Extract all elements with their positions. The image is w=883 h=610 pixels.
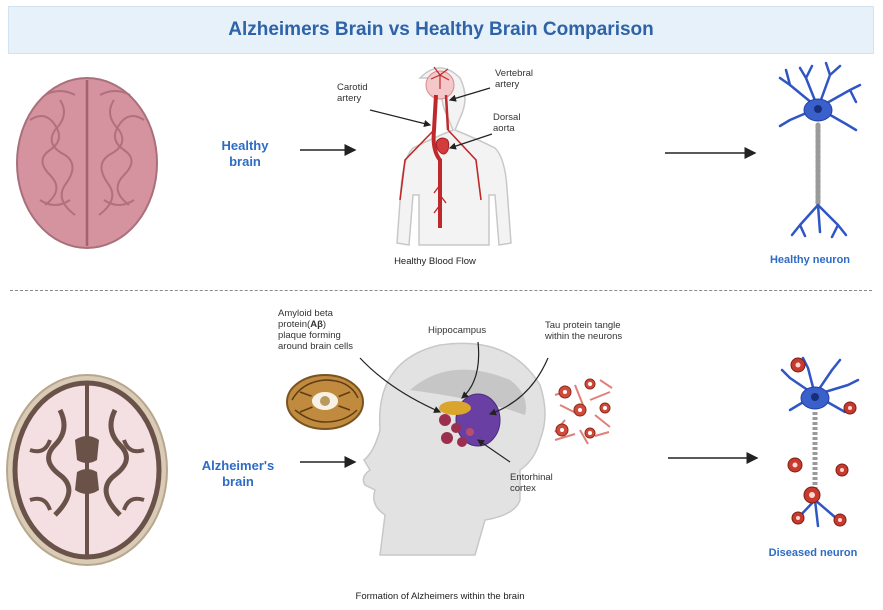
hippocampus-label: Hippocampus (428, 325, 486, 336)
amyloid-plaque-illustration (287, 375, 363, 429)
tau-tangle-illustration (555, 379, 612, 444)
entorhinal-cortex-label: Entorhinal cortex (510, 472, 553, 494)
carotid-artery-label: Carotid artery (337, 82, 368, 104)
amyloid-line4: around brain cells (278, 341, 353, 352)
amyloid-line2: protein(Aβ) (278, 319, 353, 330)
alzheimers-brain-label-line2: brain (188, 474, 288, 490)
amyloid-symbol: Aβ (310, 319, 323, 330)
entorhinal-line1: Entorhinal (510, 472, 553, 483)
carotid-line1: Carotid (337, 82, 368, 93)
healthy-brain-label: Healthy brain (200, 138, 290, 170)
amyloid-line2-end: ) (323, 319, 326, 330)
tau-protein-label: Tau protein tangle within the neurons (545, 320, 622, 342)
alzheimers-formation-caption: Formation of Alzheimers within the brain (300, 591, 580, 602)
carotid-line2: artery (337, 93, 368, 104)
healthy-neuron-illustration (780, 63, 860, 237)
aorta-line2: aorta (493, 123, 520, 134)
healthy-brain-illustration (17, 78, 157, 248)
vertebral-line1: Vertebral (495, 68, 533, 79)
tau-line1: Tau protein tangle (545, 320, 622, 331)
alzheimers-brain-illustration (7, 375, 167, 565)
vertebral-line2: artery (495, 79, 533, 90)
aorta-line1: Dorsal (493, 112, 520, 123)
diseased-neuron-illustration (782, 358, 858, 526)
healthy-brain-label-line1: Healthy (200, 138, 290, 154)
amyloid-beta-label: Amyloid beta protein(Aβ) plaque forming … (278, 308, 353, 352)
healthy-brain-label-line2: brain (200, 154, 290, 170)
entorhinal-line2: cortex (510, 483, 553, 494)
carotid-pointer (370, 110, 430, 125)
amyloid-line1: Amyloid beta (278, 308, 353, 319)
healthy-neuron-label: Healthy neuron (750, 252, 870, 268)
alzheimers-brain-label-line1: Alzheimer's (188, 458, 288, 474)
vertebral-artery-label: Vertebral artery (495, 68, 533, 90)
dorsal-aorta-label: Dorsal aorta (493, 112, 520, 134)
healthy-blood-flow-caption: Healthy Blood Flow (350, 256, 520, 267)
tau-line2: within the neurons (545, 331, 622, 342)
amyloid-line2-start: protein( (278, 319, 310, 330)
head-profile-illustration (363, 343, 545, 555)
amyloid-line3: plaque forming (278, 330, 353, 341)
alzheimers-brain-label: Alzheimer's brain (188, 458, 288, 490)
blood-flow-body-illustration (397, 67, 511, 245)
diseased-neuron-label: Diseased neuron (748, 545, 878, 561)
